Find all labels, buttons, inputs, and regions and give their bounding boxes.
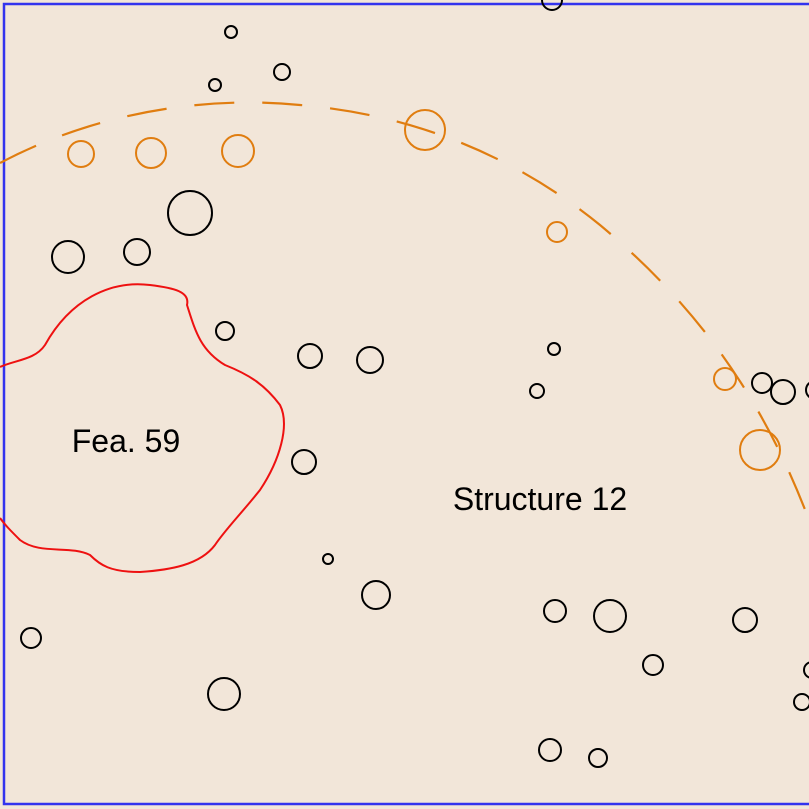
posthole bbox=[593, 599, 627, 633]
structure-posthole bbox=[739, 429, 781, 471]
postholes bbox=[20, 0, 809, 768]
posthole bbox=[224, 25, 238, 39]
feature-59-outline bbox=[0, 283, 285, 574]
structure-posthole bbox=[546, 221, 568, 243]
posthole bbox=[297, 343, 323, 369]
posthole bbox=[273, 63, 291, 81]
posthole bbox=[803, 661, 809, 679]
posthole bbox=[541, 0, 563, 11]
posthole bbox=[642, 654, 664, 676]
posthole bbox=[588, 748, 608, 768]
posthole bbox=[732, 607, 758, 633]
structure-posthole bbox=[713, 367, 737, 391]
posthole bbox=[215, 321, 235, 341]
structure-12-label: Structure 12 bbox=[453, 481, 627, 517]
structure-12-outline bbox=[0, 101, 809, 521]
posthole bbox=[361, 580, 391, 610]
posthole bbox=[805, 382, 809, 398]
posthole bbox=[20, 627, 42, 649]
posthole bbox=[770, 379, 796, 405]
posthole bbox=[793, 693, 809, 711]
posthole bbox=[751, 372, 773, 394]
structure-posthole bbox=[221, 134, 255, 168]
structure-12-postholes bbox=[67, 109, 781, 471]
structure-posthole bbox=[67, 140, 95, 168]
structure-posthole bbox=[135, 137, 167, 169]
posthole bbox=[322, 553, 334, 565]
structure-posthole bbox=[404, 109, 446, 151]
posthole bbox=[529, 383, 545, 399]
posthole bbox=[208, 78, 222, 92]
posthole bbox=[543, 599, 567, 623]
posthole bbox=[538, 738, 562, 762]
posthole bbox=[291, 449, 317, 475]
posthole bbox=[123, 238, 151, 266]
posthole bbox=[207, 677, 241, 711]
feature-59-label: Fea. 59 bbox=[72, 423, 181, 459]
posthole bbox=[547, 342, 561, 356]
posthole bbox=[167, 190, 213, 236]
posthole bbox=[51, 240, 85, 274]
posthole bbox=[356, 346, 384, 374]
